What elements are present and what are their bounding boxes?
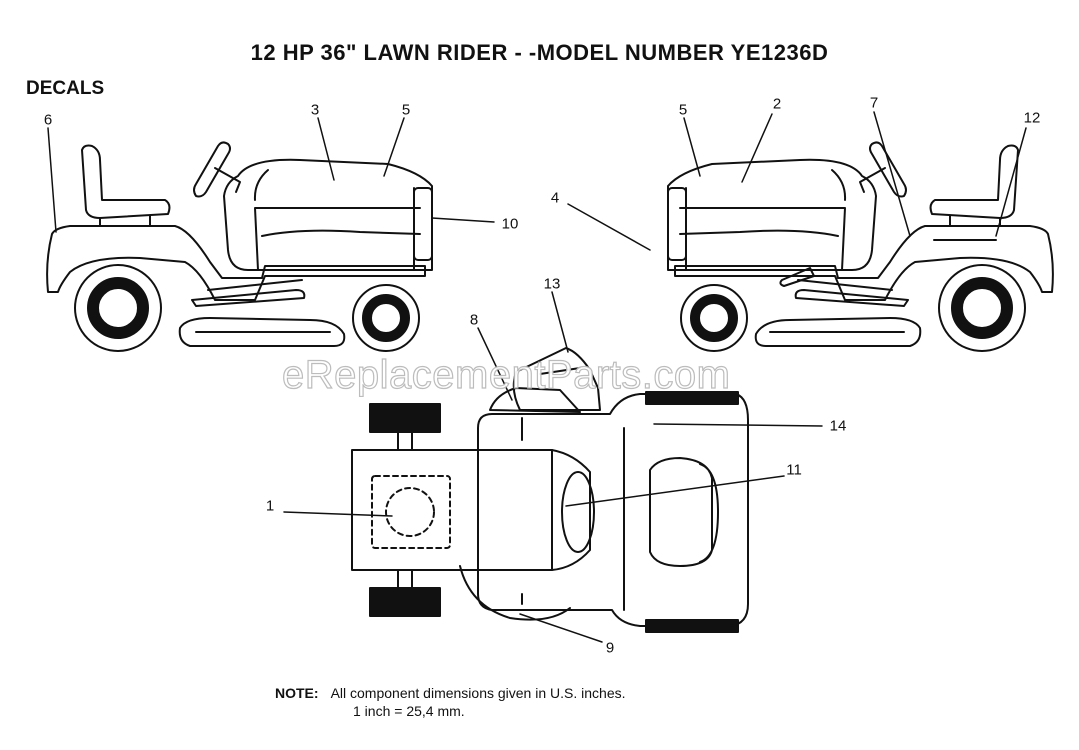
callout-11: 11 bbox=[786, 461, 802, 479]
left-rear-fender bbox=[46, 225, 426, 301]
left-hood-lines bbox=[253, 169, 421, 271]
leader-5b bbox=[683, 117, 701, 177]
top-seat bbox=[649, 457, 719, 567]
leader-4 bbox=[567, 203, 651, 251]
right-rear-hub bbox=[951, 277, 1013, 339]
right-rear-fender bbox=[674, 225, 1054, 301]
right-seat bbox=[929, 144, 1019, 219]
top-fender-upper bbox=[489, 387, 581, 413]
left-front-wheel bbox=[352, 284, 420, 352]
right-steering-wheel bbox=[869, 141, 907, 198]
leader-lines bbox=[47, 111, 1027, 643]
top-steering bbox=[561, 471, 595, 553]
left-mower-deck bbox=[178, 317, 346, 347]
callout-9: 9 bbox=[605, 639, 615, 657]
note-block: NOTE: All component dimensions given in U… bbox=[275, 684, 626, 720]
leader-2 bbox=[741, 113, 773, 183]
left-side-view bbox=[46, 141, 433, 352]
callout-7: 7 bbox=[869, 94, 879, 112]
left-steering-column bbox=[214, 167, 241, 193]
right-front-wheel bbox=[680, 284, 748, 352]
callout-4: 4 bbox=[550, 189, 560, 207]
leader-3 bbox=[317, 117, 335, 181]
callout-1: 1 bbox=[265, 497, 275, 515]
leader-13 bbox=[551, 291, 569, 353]
left-footboard bbox=[191, 279, 306, 307]
right-mower-deck bbox=[754, 317, 922, 347]
top-front-wheel-upper bbox=[369, 403, 441, 433]
callout-13: 13 bbox=[543, 275, 561, 293]
diagram-title: 12 HP 36" LAWN RIDER - -MODEL NUMBER YE1… bbox=[250, 40, 829, 65]
leader-8 bbox=[477, 327, 513, 401]
top-hood-decal-circle bbox=[385, 487, 435, 537]
leader-14 bbox=[653, 423, 823, 427]
right-footboard bbox=[794, 279, 909, 307]
left-rear-hub bbox=[87, 277, 149, 339]
left-seat bbox=[81, 144, 171, 219]
note-line-1: All component dimensions given in U.S. i… bbox=[330, 685, 626, 701]
left-grille bbox=[413, 187, 433, 261]
top-hood-neck bbox=[551, 449, 591, 571]
left-seat-base bbox=[99, 215, 151, 227]
leader-1 bbox=[283, 511, 393, 517]
right-grille bbox=[667, 187, 687, 261]
right-hood-lines bbox=[679, 169, 847, 271]
left-rear-wheel bbox=[74, 264, 162, 352]
callout-6: 6 bbox=[43, 111, 53, 129]
left-steering-wheel bbox=[193, 141, 231, 198]
callout-5-right: 5 bbox=[678, 101, 688, 119]
left-front-hub bbox=[362, 294, 410, 342]
top-hood bbox=[351, 449, 553, 571]
top-hood-decal bbox=[371, 475, 451, 549]
callout-10: 10 bbox=[501, 215, 519, 233]
top-seat-back bbox=[512, 347, 601, 411]
callout-12: 12 bbox=[1023, 109, 1041, 127]
right-steering-column bbox=[859, 167, 886, 193]
right-rear-wheel bbox=[938, 264, 1026, 352]
right-side-view bbox=[667, 141, 1054, 352]
right-front-hub bbox=[690, 294, 738, 342]
callout-14: 14 bbox=[829, 417, 847, 435]
top-front-wheel-lower bbox=[369, 587, 441, 617]
top-body bbox=[477, 393, 749, 627]
watermark: eReplacementParts.com bbox=[281, 352, 731, 397]
callout-3: 3 bbox=[310, 101, 320, 119]
top-front-axle bbox=[397, 431, 413, 589]
leader-5a bbox=[383, 117, 405, 177]
top-body-lines bbox=[521, 417, 625, 611]
leader-11 bbox=[565, 475, 785, 507]
callout-5-left: 5 bbox=[401, 101, 411, 119]
leader-10 bbox=[431, 217, 495, 223]
note-label: NOTE: bbox=[275, 685, 319, 701]
leader-6 bbox=[47, 127, 57, 233]
top-view bbox=[351, 347, 749, 633]
callout-2: 2 bbox=[772, 95, 782, 113]
right-lever bbox=[779, 267, 815, 287]
note-line-2: 1 inch = 25,4 mm. bbox=[353, 703, 465, 719]
leader-9 bbox=[519, 613, 603, 643]
section-label: DECALS bbox=[26, 78, 105, 99]
leader-7 bbox=[873, 111, 911, 237]
leader-12 bbox=[995, 127, 1027, 237]
callout-8: 8 bbox=[469, 311, 479, 329]
top-fender-lower bbox=[459, 565, 571, 621]
